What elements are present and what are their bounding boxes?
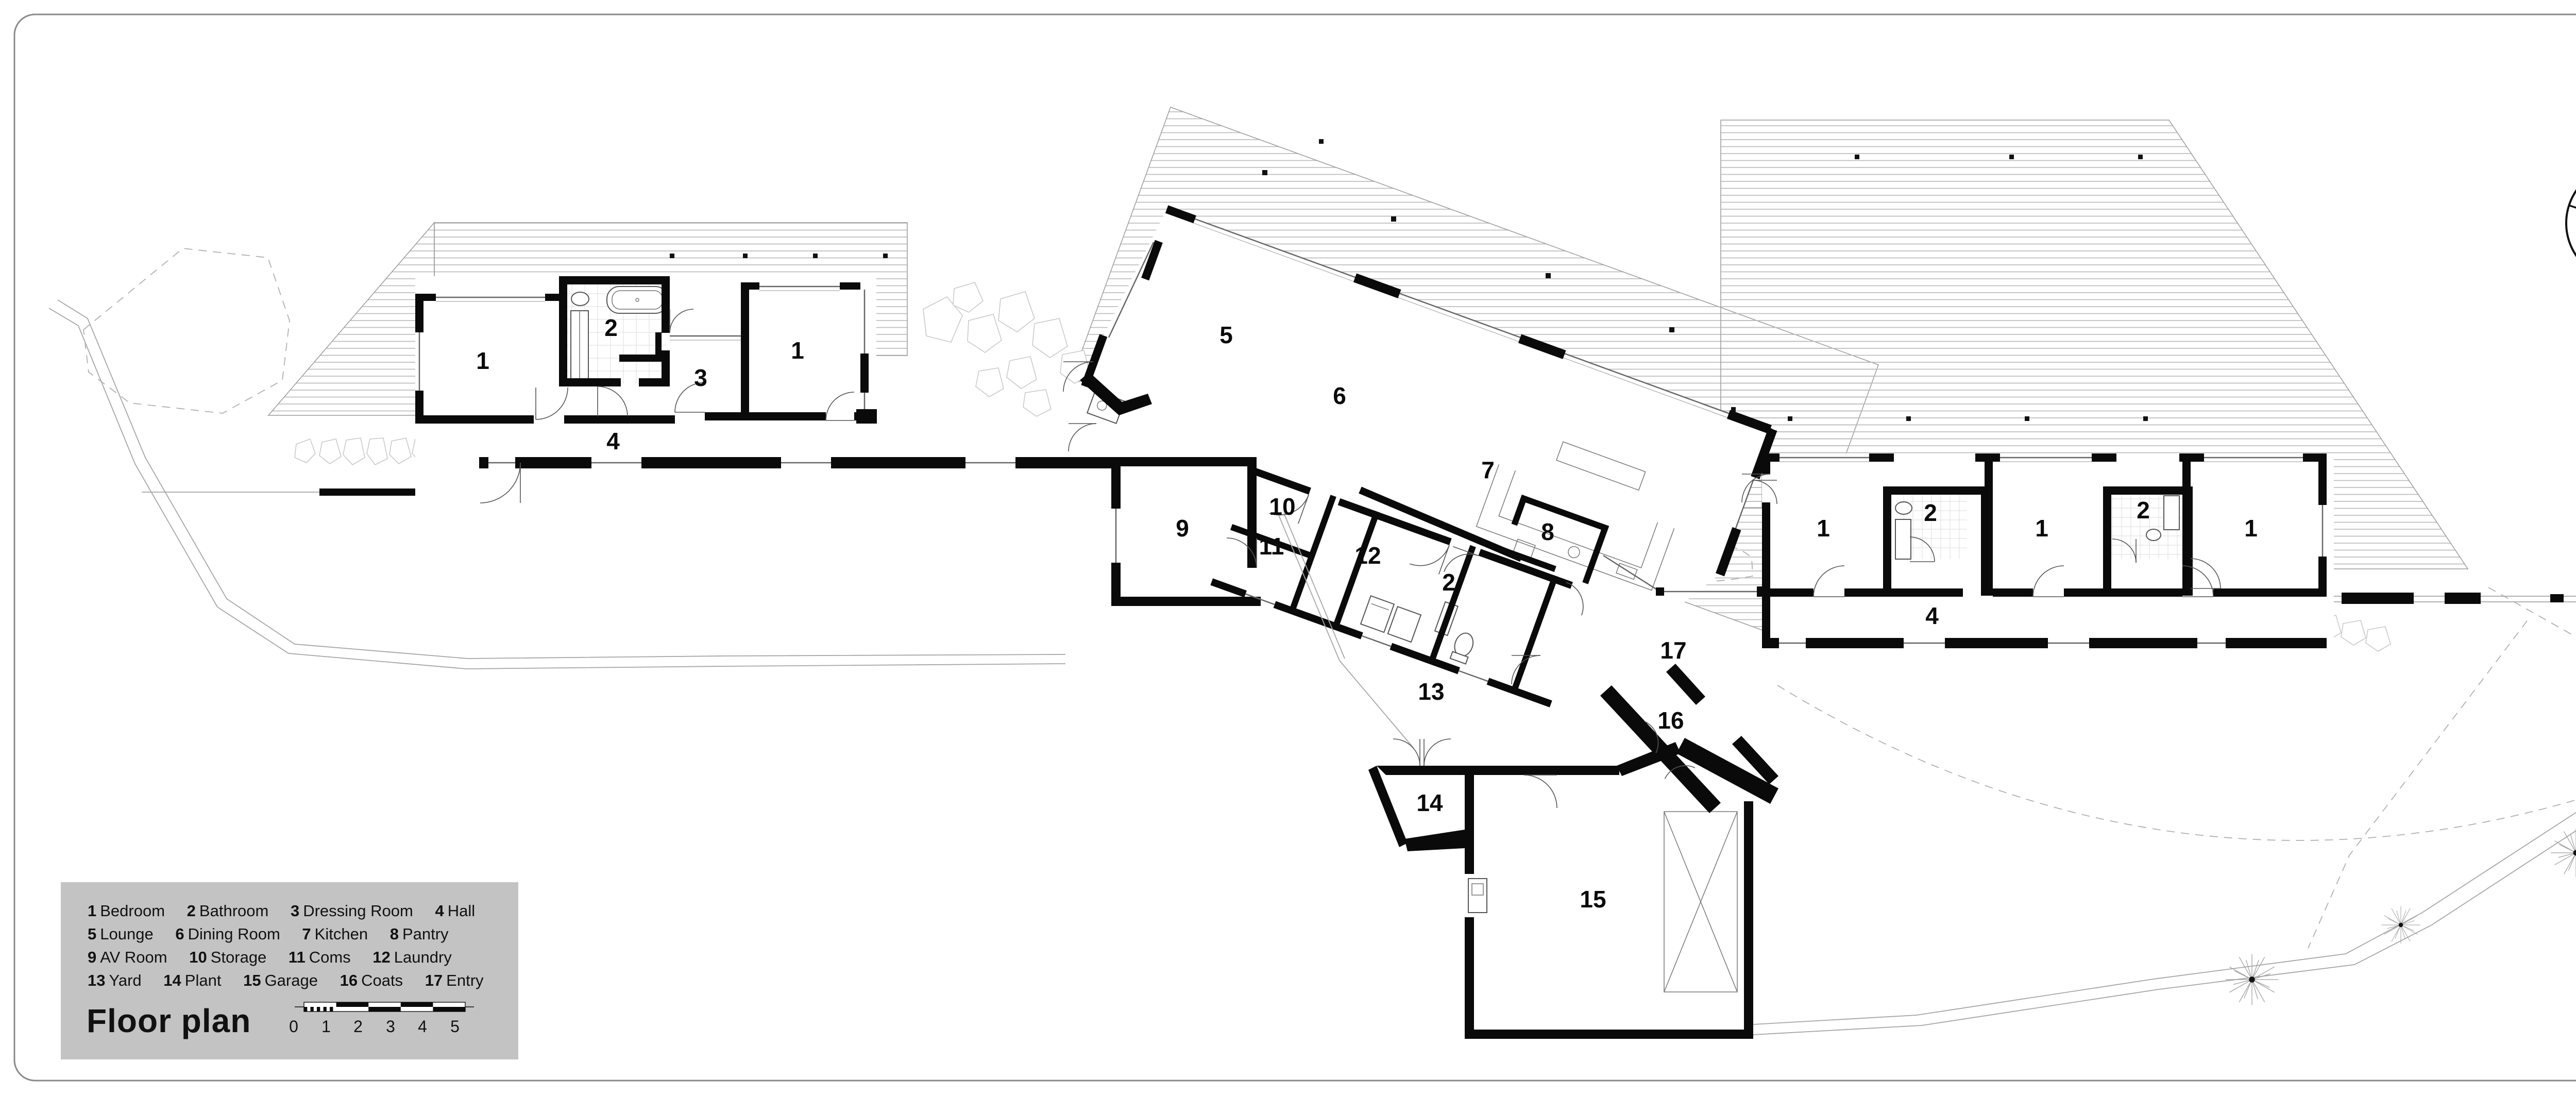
room-label: 2 (1442, 569, 1455, 596)
room-label: 15 (1580, 886, 1606, 913)
room-label: 2 (604, 314, 618, 341)
room-label: 1 (476, 347, 489, 374)
north-symbol: N (2565, 189, 2576, 257)
room-label: 4 (1925, 602, 1939, 629)
room-label: 9 (1176, 515, 1189, 542)
room-label: 12 (1354, 542, 1381, 569)
room-label: 4 (606, 428, 620, 454)
room-labels: 1 2 3 1 4 5 6 7 8 9 10 11 12 2 13 14 15 … (476, 314, 2258, 913)
compass-circle (2565, 189, 2576, 257)
room-label: 11 (1259, 533, 1284, 560)
drawing-title: Floor plan (87, 1002, 251, 1039)
room-label: 14 (1416, 789, 1443, 816)
room-label: 5 (1219, 322, 1233, 348)
walls (415, 205, 2327, 1039)
room-label: 17 (1660, 637, 1686, 664)
room-label: 10 (1269, 493, 1295, 520)
room-label: 1 (1817, 515, 1830, 542)
room-label: 3 (694, 364, 707, 391)
room-label: 1 (2244, 515, 2258, 542)
sheet-border (13, 13, 2576, 1082)
room-label: 7 (1481, 457, 1495, 483)
room-label: 8 (1541, 518, 1554, 545)
room-label: 6 (1333, 382, 1346, 409)
room-label: 2 (1924, 499, 1937, 526)
scale-bar-graphic (295, 1002, 474, 1012)
room-label: 2 (2137, 497, 2150, 524)
scale-bar: 0 1 2 3 4 5 (289, 1000, 479, 1041)
door-swings (480, 309, 2221, 808)
room-label: 1 (2035, 515, 2048, 542)
room-label: 13 (1418, 678, 1444, 705)
room-label: 16 (1657, 707, 1684, 734)
room-label: 1 (791, 337, 804, 364)
